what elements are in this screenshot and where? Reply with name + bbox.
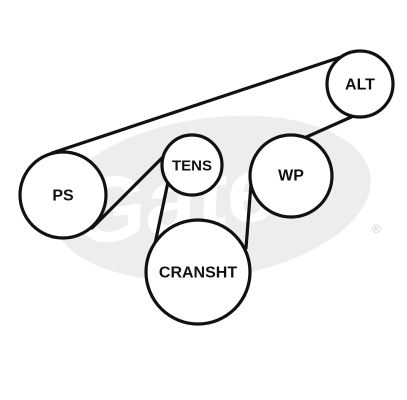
pulley-tens: TENS bbox=[160, 133, 224, 197]
ps-pulley-circle bbox=[18, 150, 108, 240]
pulley-alt: ALT bbox=[325, 49, 395, 119]
cranksht-pulley-circle bbox=[144, 218, 252, 326]
serpentine-belt bbox=[50, 55, 360, 260]
alt-pulley-circle bbox=[325, 49, 395, 119]
pulley-label-alt: ALT bbox=[345, 77, 375, 94]
belt-segment-ps-alt bbox=[50, 55, 343, 155]
belt-segment-alt-wp bbox=[300, 112, 360, 141]
pulley-label-wp: WP bbox=[278, 168, 304, 185]
tens-pulley-circle bbox=[160, 133, 224, 197]
pulley-label-tens: TENS bbox=[172, 158, 212, 175]
pulley-ps: PS bbox=[18, 150, 108, 240]
belt-segment-tens-ps bbox=[90, 148, 172, 230]
pulley-cranksht: CRANSHT bbox=[144, 218, 252, 326]
pulley-label-cranksht: CRANSHT bbox=[159, 265, 237, 282]
pulley-wp: WP bbox=[248, 133, 334, 219]
pulley-label-ps: PS bbox=[52, 188, 74, 205]
wp-pulley-circle bbox=[248, 133, 334, 219]
belt-segment-wp-cranksht bbox=[244, 182, 253, 250]
registered-mark: ® bbox=[372, 222, 381, 236]
